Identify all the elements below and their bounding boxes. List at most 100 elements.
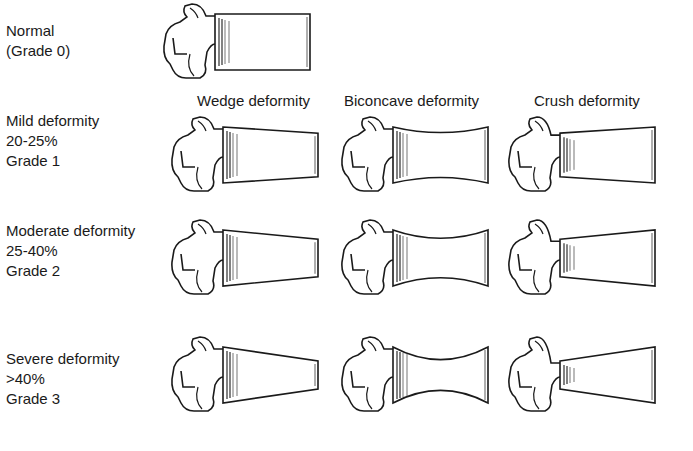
vertebra-drawing: [509, 220, 655, 294]
vertebra-drawing: [172, 220, 318, 294]
vertebral-body: [223, 230, 318, 286]
lamina-mark: [181, 151, 195, 167]
shading-hatch: [229, 352, 230, 398]
shading-hatch: [652, 350, 653, 400]
shading-hatch: [396, 234, 397, 282]
articular-process: [367, 270, 372, 292]
posterior-elements: [509, 337, 560, 411]
row-label: Grade 1: [6, 152, 60, 170]
posterior-elements: [509, 220, 560, 294]
shading-hatch: [218, 18, 219, 66]
shading-hatch: [315, 242, 316, 274]
shading-hatch: [237, 134, 238, 176]
shading-hatch: [237, 237, 238, 279]
row-label: (Grade 0): [6, 42, 70, 60]
lamina-mark: [181, 254, 195, 270]
vertebral-body: [393, 127, 488, 183]
lamina-mark: [518, 151, 532, 167]
articular-process: [534, 167, 539, 189]
shading-hatch: [563, 243, 564, 273]
shading-hatch: [563, 365, 564, 385]
shading-hatch: [570, 245, 571, 271]
vertebra-drawing: [164, 4, 310, 78]
articular-process: [535, 224, 543, 234]
shading-hatch: [407, 354, 408, 396]
shading-hatch: [570, 367, 571, 383]
articular-process: [367, 387, 372, 409]
articular-process: [368, 121, 376, 131]
lamina-mark: [518, 254, 532, 270]
shading-hatch: [226, 351, 227, 399]
shading-hatch: [233, 353, 234, 397]
shading-hatch: [315, 136, 316, 174]
shading-hatch: [233, 133, 234, 177]
shading-hatch: [233, 236, 234, 280]
column-heading: Crush deformity: [534, 92, 640, 110]
posterior-elements: [172, 220, 223, 294]
vertebra-drawing: [342, 337, 488, 411]
posterior-elements: [342, 220, 393, 294]
row-label: 20-25%: [6, 132, 58, 150]
shading-hatch: [229, 132, 230, 178]
vertebral-body: [223, 127, 318, 183]
shading-hatch: [407, 134, 408, 176]
posterior-elements: [342, 117, 393, 191]
vertebra-drawing: [342, 117, 488, 191]
vertebral-body: [393, 230, 488, 286]
shading-hatch: [315, 364, 316, 386]
shading-hatch: [226, 234, 227, 282]
articular-process: [197, 270, 202, 292]
articular-process: [535, 121, 543, 131]
row-label: 25-40%: [6, 242, 58, 260]
shading-hatch: [566, 244, 567, 272]
shading-hatch: [307, 17, 308, 67]
row-label: Moderate deformity: [6, 222, 135, 240]
shading-hatch: [570, 139, 571, 171]
lamina-mark: [518, 371, 532, 387]
vertebral-body: [560, 127, 655, 183]
column-heading: Wedge deformity: [197, 92, 310, 110]
vertebral-body: [560, 347, 655, 403]
articular-process: [368, 224, 376, 234]
vertebral-body: [560, 230, 655, 286]
articular-process: [534, 270, 539, 292]
shading-hatch: [399, 132, 400, 178]
shading-hatch: [652, 233, 653, 283]
articular-process: [198, 341, 206, 351]
shading-hatch: [399, 235, 400, 281]
row-label: Mild deformity: [6, 112, 99, 130]
shading-hatch: [485, 350, 486, 400]
row-label: Grade 2: [6, 262, 60, 280]
articular-process: [535, 341, 543, 351]
vertebra-drawing: [509, 117, 655, 191]
shading-hatch: [403, 236, 404, 280]
shading-hatch: [403, 353, 404, 397]
shading-hatch: [485, 130, 486, 180]
shading-hatch: [566, 366, 567, 384]
articular-process: [368, 341, 376, 351]
shading-hatch: [652, 130, 653, 180]
shading-hatch: [566, 138, 567, 172]
lamina-mark: [173, 38, 187, 54]
lamina-mark: [351, 371, 365, 387]
lamina-mark: [351, 151, 365, 167]
posterior-elements: [509, 117, 560, 191]
shading-hatch: [574, 246, 575, 270]
posterior-elements: [342, 337, 393, 411]
shading-hatch: [407, 237, 408, 279]
shading-hatch: [574, 140, 575, 170]
shading-hatch: [403, 133, 404, 177]
vertebra-drawing: [172, 337, 318, 411]
vertebra-drawing: [342, 220, 488, 294]
shading-hatch: [237, 354, 238, 396]
shading-hatch: [229, 235, 230, 281]
shading-hatch: [396, 131, 397, 179]
shading-hatch: [229, 21, 230, 63]
row-label: >40%: [6, 370, 45, 388]
articular-process: [534, 387, 539, 409]
articular-process: [198, 121, 206, 131]
vertebral-body: [393, 347, 488, 403]
shading-hatch: [399, 352, 400, 398]
vertebra-drawing: [509, 337, 655, 411]
